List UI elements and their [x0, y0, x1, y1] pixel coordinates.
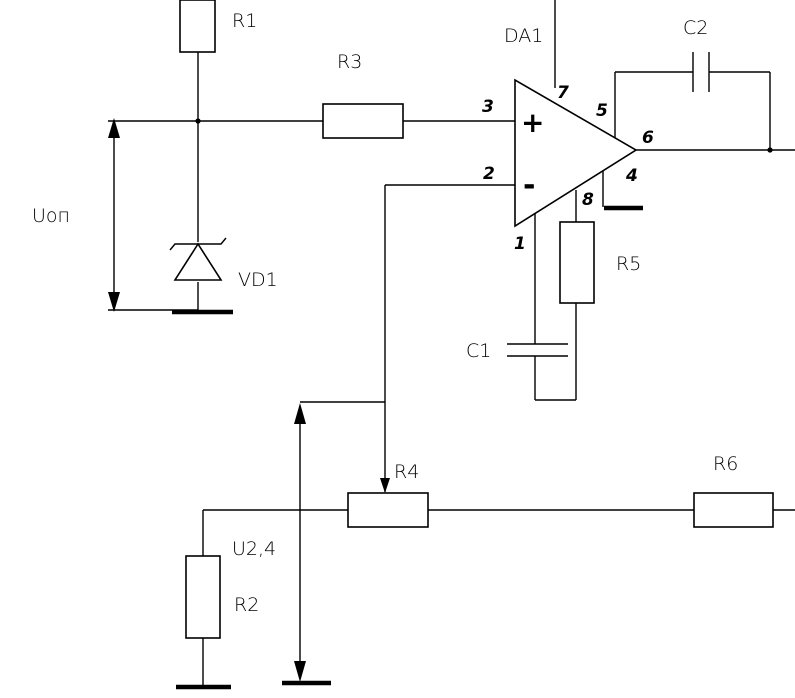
label-r5: R5: [616, 253, 641, 275]
label-r3: R3: [337, 51, 362, 73]
capacitor-c1: [507, 343, 568, 357]
label-c2: C2: [683, 17, 708, 39]
label-da1: DA1: [504, 25, 543, 47]
pin-7: 7: [557, 83, 569, 103]
pin-3: 3: [482, 97, 494, 117]
uref-arrow-down: [108, 292, 120, 312]
opamp-minus-sign: -: [523, 168, 535, 203]
resistor-r6: [693, 492, 774, 528]
pin-5: 5: [596, 101, 608, 121]
voltage-arrows: [108, 118, 306, 682]
pin-8: 8: [582, 190, 594, 210]
resistor-r2: [185, 555, 221, 639]
wires: [108, 0, 795, 686]
resistor-r4: [347, 492, 429, 528]
pin-2: 2: [483, 164, 495, 184]
uref-arrow-up: [108, 118, 120, 138]
ref-node-dot: [195, 118, 201, 124]
resistor-r5: [559, 221, 595, 304]
label-u-ref: Uоп: [32, 205, 70, 227]
label-vd1: VD1: [238, 269, 278, 291]
pin-6: 6: [642, 128, 654, 148]
output-node-dot: [767, 147, 773, 153]
label-r1: R1: [232, 10, 257, 32]
resistor-r1: [179, 0, 216, 53]
label-c1: C1: [466, 340, 491, 362]
pin-4: 4: [625, 166, 638, 186]
label-r2: R2: [234, 594, 259, 616]
label-r6: R6: [713, 453, 738, 475]
zener-diode-vd1: [169, 237, 227, 281]
u24-arrow-down: [294, 661, 306, 682]
ground-symbols: [172, 205, 643, 690]
u24-arrow-up: [294, 403, 306, 424]
opamp-da1: [514, 78, 638, 228]
capacitor-c2: [692, 52, 710, 92]
resistor-r3: [322, 103, 404, 139]
opamp-plus-sign: +: [521, 106, 544, 139]
label-r4: R4: [394, 461, 419, 483]
r4-wiper-arrow: [380, 478, 390, 493]
label-u24: U2,4: [232, 538, 276, 560]
pin-1: 1: [514, 234, 526, 254]
